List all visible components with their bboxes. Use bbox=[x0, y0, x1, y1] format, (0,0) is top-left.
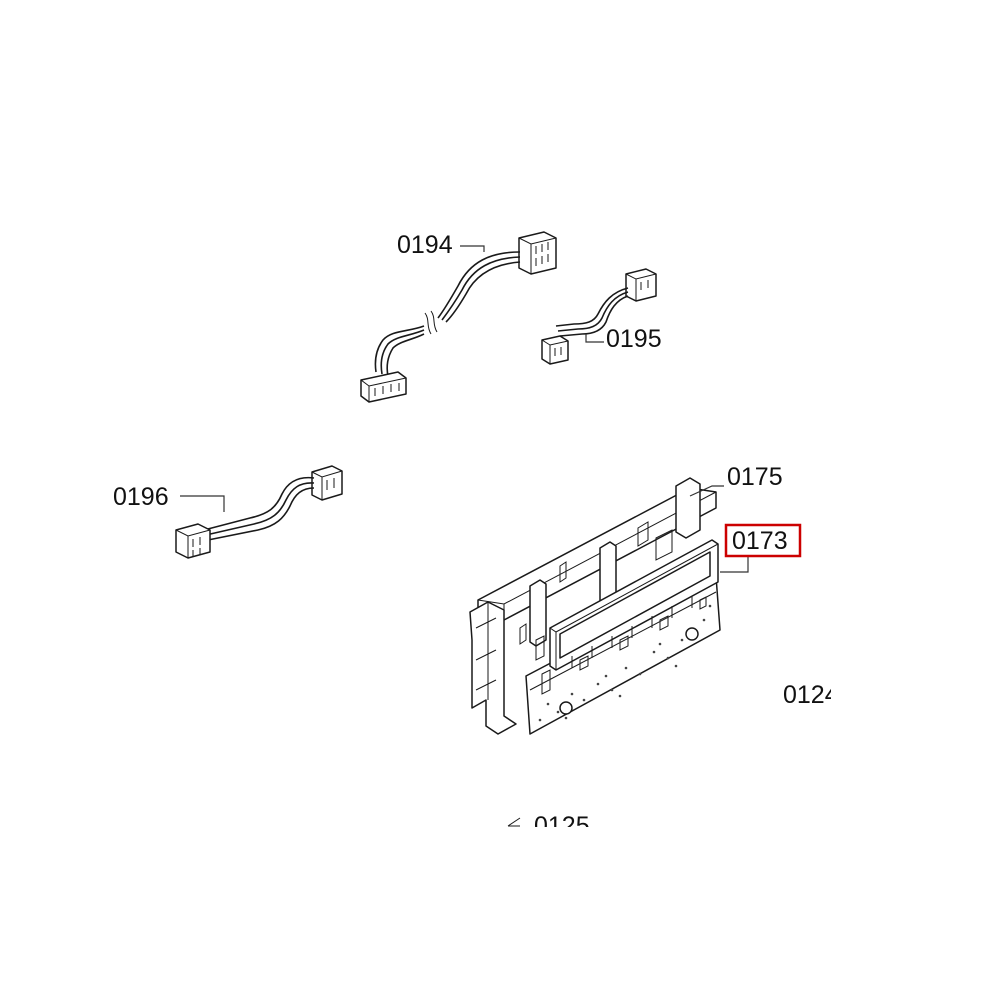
pcb-knob-left bbox=[559, 701, 573, 715]
pcb-knob-right bbox=[685, 627, 699, 641]
control-module-0173[interactable] bbox=[525, 539, 749, 735]
connector-bottom-0194 bbox=[360, 371, 407, 403]
connector-left-0196 bbox=[175, 523, 211, 559]
connector-top-0195 bbox=[625, 268, 657, 302]
carrier-frame-0175[interactable] bbox=[469, 477, 724, 735]
wire-harness-0194[interactable] bbox=[360, 231, 557, 403]
label-0173: 0173 bbox=[732, 527, 788, 555]
label-0196: 0196 bbox=[113, 483, 169, 511]
connector-right-0196 bbox=[311, 465, 343, 501]
highlight-box-0173 bbox=[724, 523, 802, 558]
crop-mask-right bbox=[831, 676, 1000, 716]
connector-bottom-0195 bbox=[541, 335, 569, 365]
label-0195: 0195 bbox=[606, 325, 662, 353]
label-0194: 0194 bbox=[397, 231, 453, 259]
wire-harness-0195[interactable] bbox=[541, 268, 657, 365]
crop-mask-bottom bbox=[480, 827, 640, 867]
connector-top-0194 bbox=[518, 231, 557, 275]
pointer-0125 bbox=[507, 817, 521, 827]
label-0175: 0175 bbox=[727, 463, 783, 491]
label-0124: 0124 bbox=[783, 681, 839, 709]
wire-harness-0196[interactable] bbox=[175, 465, 343, 559]
